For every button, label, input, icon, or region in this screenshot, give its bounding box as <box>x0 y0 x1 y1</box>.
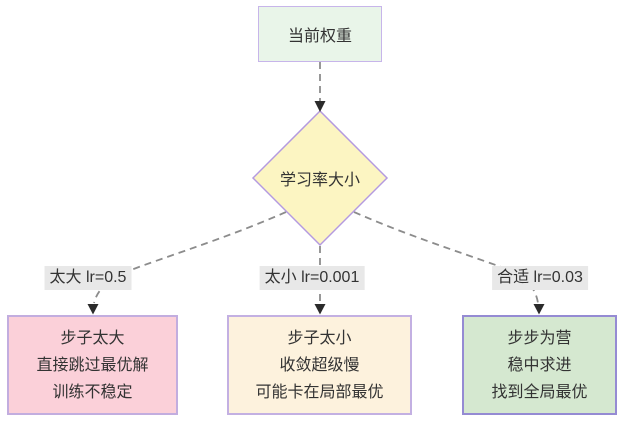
node-decision-diamond <box>251 109 389 247</box>
node-just-right: 步步为营 稳中求进 找到全局最优 <box>462 315 617 415</box>
node-too-big-line-1: 步子太大 <box>60 329 125 347</box>
arrowhead-into-too-small <box>314 304 326 315</box>
node-too-small-line-3: 可能卡在局部最优 <box>255 383 384 401</box>
edge-label-too-big: 太大 lr=0.5 <box>44 266 132 290</box>
node-too-big-line-3: 训练不稳定 <box>52 383 133 401</box>
node-just-right-line-3: 找到全局最优 <box>491 383 588 401</box>
arrowhead-into-too-big <box>87 304 99 315</box>
arrowhead-into-just-right <box>533 304 545 315</box>
edge-label-just-right: 合适 lr=0.03 <box>492 266 588 290</box>
node-just-right-line-2: 稳中求进 <box>507 356 572 374</box>
node-too-small-line-2: 收敛超级慢 <box>279 356 360 374</box>
node-decision-label: 学习率大小 <box>279 172 361 189</box>
node-just-right-line-1: 步步为营 <box>507 329 572 347</box>
edge-label-too-small: 太小 lr=0.001 <box>259 266 365 290</box>
node-too-small: 步子太小 收敛超级慢 可能卡在局部最优 <box>227 315 412 415</box>
arrowhead-into-decision <box>314 101 326 112</box>
node-too-small-line-1: 步子太小 <box>287 329 352 347</box>
node-current-weight-label: 当前权重 <box>287 28 352 45</box>
node-too-big-line-2: 直接跳过最优解 <box>36 356 149 374</box>
node-too-big: 步子太大 直接跳过最优解 训练不稳定 <box>7 315 178 415</box>
node-current-weight: 当前权重 <box>258 6 382 62</box>
